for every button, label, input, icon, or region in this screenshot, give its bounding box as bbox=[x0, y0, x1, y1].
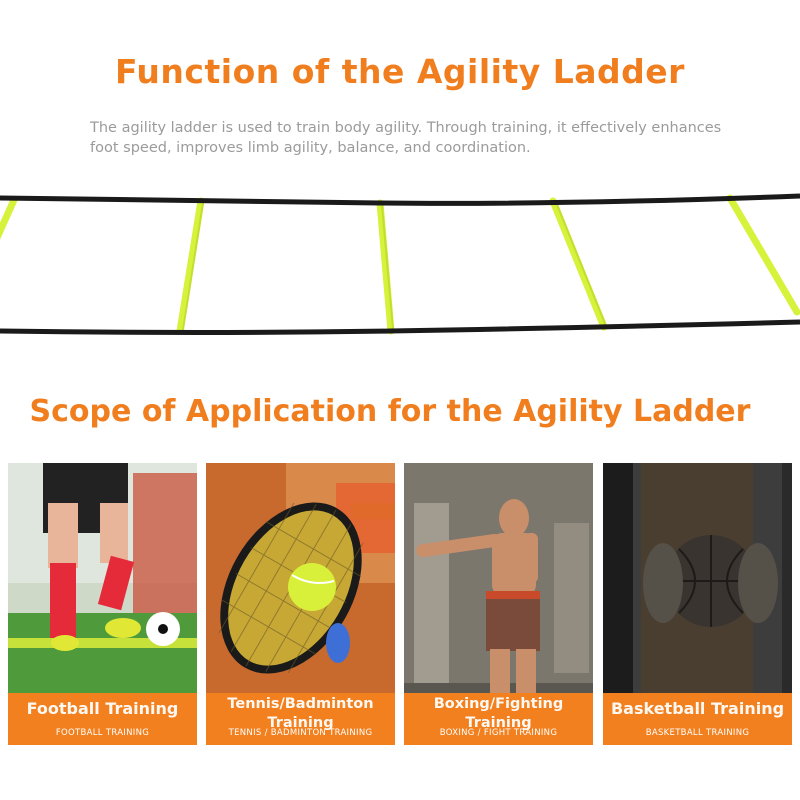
football-photo bbox=[8, 463, 197, 745]
basketball-title: Basketball Training bbox=[610, 699, 785, 718]
function-heading: Function of the Agility Ladder bbox=[115, 52, 685, 91]
function-description: The agility ladder is used to train body… bbox=[90, 118, 780, 158]
agility-ladder-image bbox=[0, 193, 800, 335]
description-line-2: foot speed, improves limb agility, balan… bbox=[90, 140, 531, 156]
tennis-subtitle: TENNIS / BADMINTON TRAINING bbox=[228, 728, 373, 738]
boxing-label: Boxing/Fighting Training BOXING / FIGHT … bbox=[404, 693, 593, 745]
basketball-card: Basketball Training BASKETBALL TRAINING bbox=[603, 463, 792, 745]
tennis-label: Tennis/Badminton Training TENNIS / BADMI… bbox=[206, 693, 395, 745]
football-label: Football Training FOOTBALL TRAINING bbox=[8, 693, 197, 745]
basketball-label: Basketball Training BASKETBALL TRAINING bbox=[603, 693, 792, 745]
boxing-card: Boxing/Fighting Training BOXING / FIGHT … bbox=[404, 463, 593, 745]
ladder-ropes bbox=[0, 193, 800, 335]
description-line-1: The agility ladder is used to train body… bbox=[90, 120, 722, 136]
basketball-subtitle: BASKETBALL TRAINING bbox=[645, 728, 750, 738]
football-card: Football Training FOOTBALL TRAINING bbox=[8, 463, 197, 745]
football-title: Football Training bbox=[26, 699, 179, 718]
ladder-rungs bbox=[0, 194, 800, 335]
tennis-card: Tennis/Badminton Training TENNIS / BADMI… bbox=[206, 463, 395, 745]
scope-heading: Scope of Application for the Agility Lad… bbox=[29, 394, 751, 429]
boxing-subtitle: BOXING / FIGHT TRAINING bbox=[439, 728, 558, 738]
boxing-title: Boxing/Fighting Training bbox=[433, 696, 564, 731]
football-subtitle: FOOTBALL TRAINING bbox=[55, 728, 150, 738]
tennis-title: Tennis/Badminton Training bbox=[227, 696, 374, 731]
